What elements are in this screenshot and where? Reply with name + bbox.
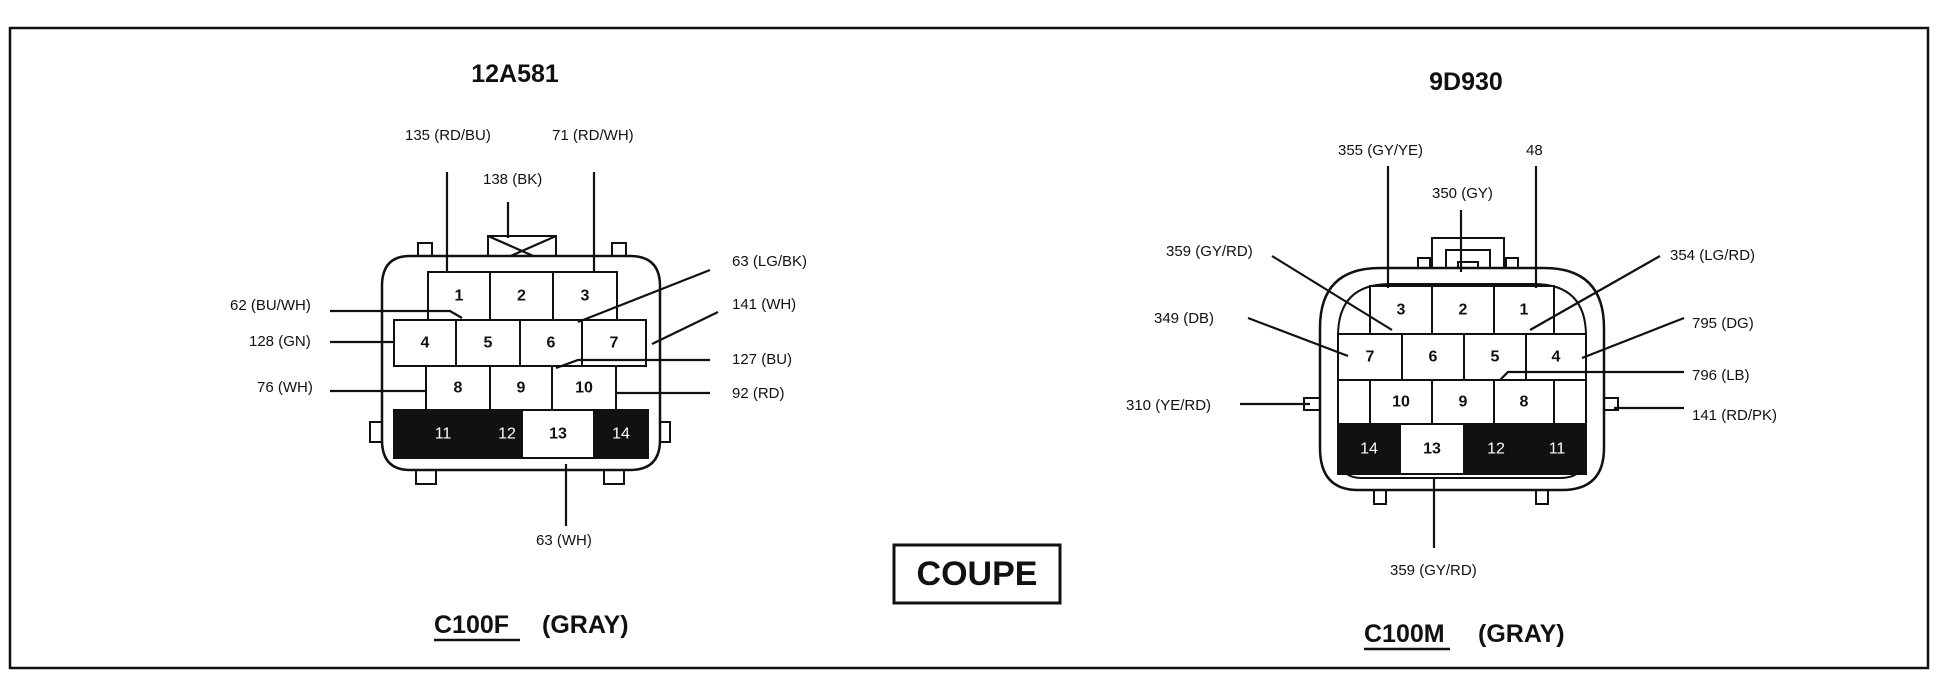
pin-cavity xyxy=(1369,285,1433,335)
pin-number: 2 xyxy=(517,288,526,305)
wire-label: 63 (LG/BK) xyxy=(732,253,807,270)
wire-label: 350 (GY) xyxy=(1432,185,1493,202)
pin-number: 13 xyxy=(1423,441,1441,458)
pin-number: 12 xyxy=(498,426,516,443)
part-number-right: 9D930 xyxy=(1429,68,1503,96)
wire-label: 359 (GY/RD) xyxy=(1166,243,1253,260)
wire-label: 796 (LB) xyxy=(1692,367,1750,384)
wire-label: 349 (DB) xyxy=(1154,310,1214,327)
pin-number: 13 xyxy=(549,426,567,443)
wire-label: 141 (RD/PK) xyxy=(1692,407,1777,424)
pin-cavity xyxy=(593,409,649,459)
pin-number: 7 xyxy=(1366,349,1375,366)
pin-number: 6 xyxy=(1429,349,1438,366)
connector-id-right: C100M xyxy=(1364,620,1445,648)
pin-number: 8 xyxy=(1520,394,1529,411)
pin-cavity xyxy=(489,365,553,411)
pin-cavity xyxy=(455,319,521,367)
wire-label: 62 (BU/WH) xyxy=(230,297,311,314)
pin-grid-right: 3 2 1 7 6 5 4 10 9 8 14 13 12 11 xyxy=(1337,285,1587,475)
wire-label: 141 (WH) xyxy=(732,296,796,313)
pin-cavity xyxy=(489,271,554,321)
wire-label: 71 (RD/WH) xyxy=(552,127,634,144)
wire-label: 63 (WH) xyxy=(536,532,592,549)
pin-number: 14 xyxy=(1360,441,1378,458)
diagram-frame xyxy=(8,26,1930,670)
pin-number: 9 xyxy=(1459,394,1468,411)
pin-cavity xyxy=(521,409,595,459)
wire-label: 127 (BU) xyxy=(732,351,792,368)
pin-number: 10 xyxy=(575,380,593,397)
pin-number: 5 xyxy=(484,335,493,352)
pin-cavity xyxy=(491,409,523,459)
wire-label: 48 xyxy=(1526,142,1543,159)
pin-number: 5 xyxy=(1491,349,1500,366)
wire-label: 138 (BK) xyxy=(483,171,542,188)
connector-color-left: (GRAY) xyxy=(542,611,629,639)
pin-number: 11 xyxy=(435,426,452,443)
wire-label: 135 (RD/BU) xyxy=(405,127,491,144)
pin-cavity xyxy=(1401,333,1465,381)
wire-label: 355 (GY/YE) xyxy=(1338,142,1423,159)
pin-number: 12 xyxy=(1487,441,1505,458)
pin-number: 3 xyxy=(581,288,590,305)
pin-number: 4 xyxy=(1552,349,1561,366)
wire-label: 310 (YE/RD) xyxy=(1126,397,1211,414)
pin-number: 9 xyxy=(517,380,526,397)
pin-cavity xyxy=(425,365,491,411)
pin-number: 11 xyxy=(1549,441,1566,458)
pin-number: 8 xyxy=(454,380,463,397)
connector-c100m: 9D930 3 2 1 7 6 5 4 10 9 8 14 13 12 11 355 (GY/YE) 48… xyxy=(1126,68,1777,651)
pin-number: 2 xyxy=(1459,302,1468,319)
pin-number: 1 xyxy=(455,288,464,305)
pin-number: 7 xyxy=(610,335,619,352)
pin-cavity xyxy=(1527,423,1587,475)
coupe-badge: COUPE xyxy=(892,543,1062,605)
wire-label: 795 (DG) xyxy=(1692,315,1754,332)
pin-cavity xyxy=(1493,285,1555,335)
wire-label: 128 (GN) xyxy=(249,333,311,350)
wire-label: 354 (LG/RD) xyxy=(1670,247,1755,264)
pin-cavity xyxy=(1337,333,1403,381)
pin-number: 3 xyxy=(1397,302,1406,319)
pin-number: 1 xyxy=(1520,302,1529,319)
pin-cavity xyxy=(1337,423,1401,475)
pin-number: 4 xyxy=(421,335,430,352)
connector-id-left: C100F xyxy=(434,611,509,639)
part-number-left: 12A581 xyxy=(471,60,559,88)
connector-color-right: (GRAY) xyxy=(1478,620,1565,648)
pin-number: 6 xyxy=(547,335,556,352)
pin-cavity xyxy=(581,319,647,367)
pin-number: 14 xyxy=(612,426,630,443)
wire-label: 359 (GY/RD) xyxy=(1390,562,1477,579)
wire-label: 76 (WH) xyxy=(257,379,313,396)
pin-cavity xyxy=(551,365,617,411)
svg-text:COUPE: COUPE xyxy=(917,555,1038,593)
wire-label: 92 (RD) xyxy=(732,385,785,402)
pin-cavity xyxy=(393,409,493,459)
pin-number: 10 xyxy=(1392,394,1410,411)
